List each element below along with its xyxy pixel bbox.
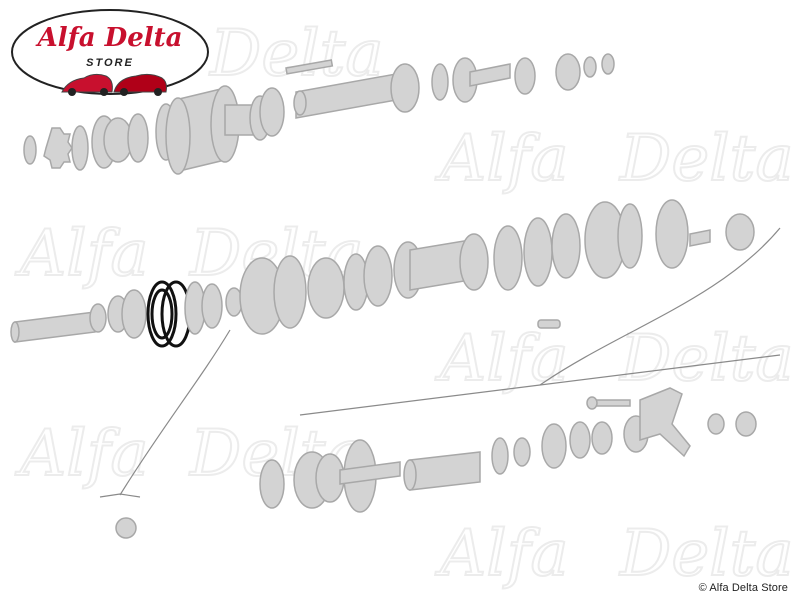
bearing	[591, 421, 613, 455]
sleeve	[307, 257, 345, 319]
brand-logo[interactable]: Alfa Delta STORE	[11, 9, 209, 96]
gear	[165, 97, 191, 175]
gear	[523, 217, 553, 287]
washer	[89, 303, 107, 333]
spacer-tube	[409, 451, 481, 491]
shaft-end	[293, 90, 307, 116]
shaft-end	[689, 229, 711, 247]
watermark-text: Alfa	[435, 122, 569, 196]
watermark-text: Delta	[619, 122, 794, 196]
leader-lines	[99, 227, 781, 498]
watermark-text: Delta	[619, 517, 794, 591]
watermark-text: Delta	[619, 322, 794, 396]
ring	[617, 203, 643, 269]
highlighted-bearing	[146, 280, 192, 348]
circlip	[491, 437, 509, 475]
logo-script: Alfa Delta	[35, 23, 183, 53]
watermark-text: Alfa	[15, 417, 149, 491]
watermark-text: Alfa	[15, 217, 149, 291]
input-shaft	[14, 311, 96, 343]
key	[537, 319, 561, 329]
gear	[655, 199, 689, 269]
washer	[707, 413, 725, 435]
ring	[71, 125, 89, 171]
seal	[569, 421, 591, 459]
spacer	[431, 63, 449, 101]
bottom-layshaft-assembly	[115, 387, 757, 539]
watermark-text: Alfa	[435, 517, 569, 591]
nut	[735, 411, 757, 437]
bearing	[725, 213, 755, 251]
ring	[513, 437, 531, 467]
watermark-text: Alfa	[435, 322, 569, 396]
gear	[551, 213, 581, 279]
bearing	[514, 57, 536, 95]
gear	[459, 233, 489, 291]
synchro-hub	[273, 255, 307, 329]
ring	[121, 289, 147, 339]
nut	[601, 53, 615, 75]
washer	[23, 135, 37, 165]
copyright-text: © Alfa Delta Store	[698, 582, 788, 594]
top-shaft-assembly	[23, 53, 615, 175]
washer	[583, 56, 597, 78]
gear	[493, 225, 523, 291]
spacer	[127, 113, 149, 163]
gear	[363, 245, 393, 307]
gear	[390, 63, 420, 113]
shaft-end	[10, 321, 20, 343]
key	[285, 59, 334, 75]
spline-end	[469, 63, 511, 87]
gear	[555, 53, 581, 91]
layshaft	[339, 461, 401, 485]
logo-cars	[61, 73, 167, 96]
yoke	[639, 387, 691, 458]
lock-nut	[43, 127, 73, 169]
logo-subtitle: STORE	[86, 57, 134, 69]
seal	[259, 459, 285, 509]
bearing	[541, 423, 567, 469]
needle-bearing	[115, 517, 137, 539]
ring	[201, 283, 223, 329]
middle-shaft-assembly	[10, 199, 755, 348]
watermark-text: Delta	[209, 17, 384, 91]
logo-badge	[11, 9, 209, 95]
bearing	[259, 87, 285, 137]
